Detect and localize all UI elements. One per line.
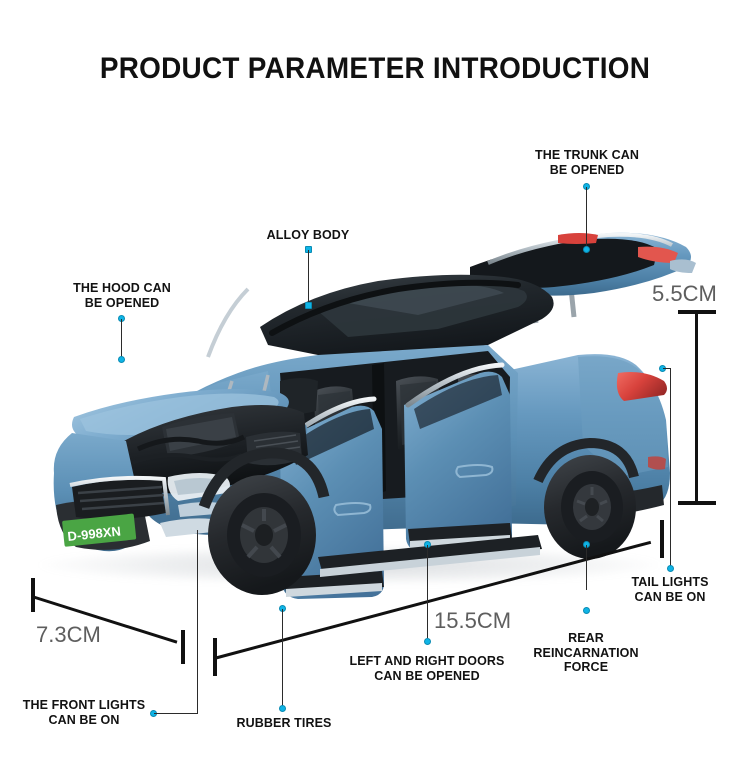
- callout-hood-label: THE HOOD CAN BE OPENED: [73, 281, 171, 310]
- callout-rubber-tires-label: RUBBER TIRES: [236, 716, 332, 730]
- leader-line-tail-lights-horizontal: [663, 368, 671, 370]
- svg-text:D-998XN: D-998XN: [67, 523, 122, 544]
- callout-front-lights-label: THE FRONT LIGHTS CAN BE ON: [22, 698, 146, 727]
- dimension-width-cap-right: [181, 630, 185, 664]
- callout-doors-label: LEFT AND RIGHT DOORS CAN BE OPENED: [349, 654, 505, 683]
- marker-dot-hood-target: [118, 356, 125, 363]
- marker-dot-rubber-tires-label: [279, 705, 286, 712]
- car-model-image: D-998XN: [18, 205, 718, 605]
- leader-line-front-lights-horizontal: [154, 713, 198, 715]
- marker-dot-doors-label: [424, 638, 431, 645]
- dimension-height-line: [695, 310, 698, 504]
- leader-line-tail-lights-vertical: [670, 368, 672, 568]
- dimension-height-cap-bottom: [678, 501, 716, 505]
- dimension-length-label: 15.5CM: [434, 608, 512, 633]
- leader-line-rear-force: [586, 545, 588, 590]
- callout-trunk-label: THE TRUNK CAN BE OPENED: [534, 148, 640, 177]
- leader-line-doors: [427, 545, 429, 638]
- leader-line-rubber-tires: [282, 609, 284, 709]
- dimension-length-cap-right: [660, 520, 664, 558]
- marker-dot-rear-force-label: [583, 607, 590, 614]
- leader-line-trunk: [586, 187, 588, 249]
- leader-line-front-lights-vertical: [197, 530, 199, 714]
- marker-dot-alloy-body-target: [305, 302, 312, 309]
- callout-tail-lights-label: TAIL LIGHTS CAN BE ON: [631, 575, 709, 604]
- callout-rear-force-label: REAR REINCARNATION FORCE: [533, 631, 639, 674]
- leader-line-alloy-body: [308, 250, 310, 305]
- dimension-width-cap-left: [31, 578, 35, 612]
- page-title: PRODUCT PARAMETER INTRODUCTION: [99, 52, 651, 85]
- leader-line-hood: [121, 319, 123, 359]
- marker-dot-trunk-target: [583, 246, 590, 253]
- dimension-height-label: 5.5CM: [652, 281, 717, 306]
- callout-alloy-body-label: ALLOY BODY: [266, 228, 350, 242]
- marker-dot-tail-lights-label: [667, 565, 674, 572]
- dimension-width-label: 7.3CM: [36, 622, 101, 647]
